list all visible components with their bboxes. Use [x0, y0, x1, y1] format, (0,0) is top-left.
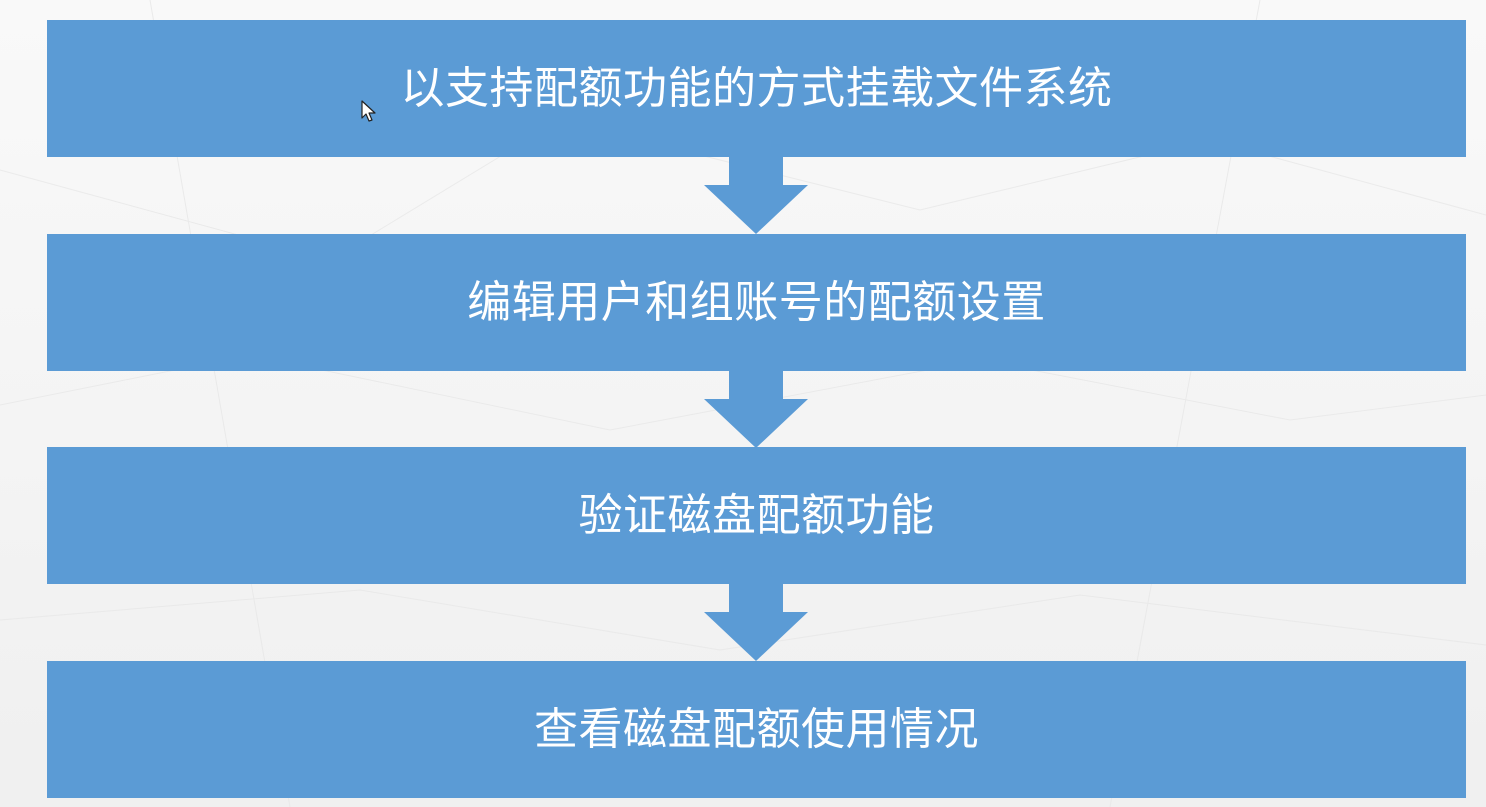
step-edit-quota-settings: 编辑用户和组账号的配额设置 [47, 234, 1466, 371]
step-view-quota-usage: 查看磁盘配额使用情况 [47, 661, 1466, 798]
step-verify-disk-quota: 验证磁盘配额功能 [47, 447, 1466, 584]
step-label: 编辑用户和组账号的配额设置 [467, 276, 1046, 328]
down-arrow-icon [704, 156, 808, 234]
step-label: 查看磁盘配额使用情况 [534, 703, 979, 755]
down-arrow-icon [704, 583, 808, 661]
step-mount-filesystem: 以支持配额功能的方式挂载文件系统 [47, 20, 1466, 157]
down-arrow-icon [704, 370, 808, 448]
step-label: 验证磁盘配额功能 [578, 489, 935, 541]
step-label: 以支持配额功能的方式挂载文件系统 [400, 62, 1113, 114]
mouse-cursor-icon [361, 100, 376, 122]
